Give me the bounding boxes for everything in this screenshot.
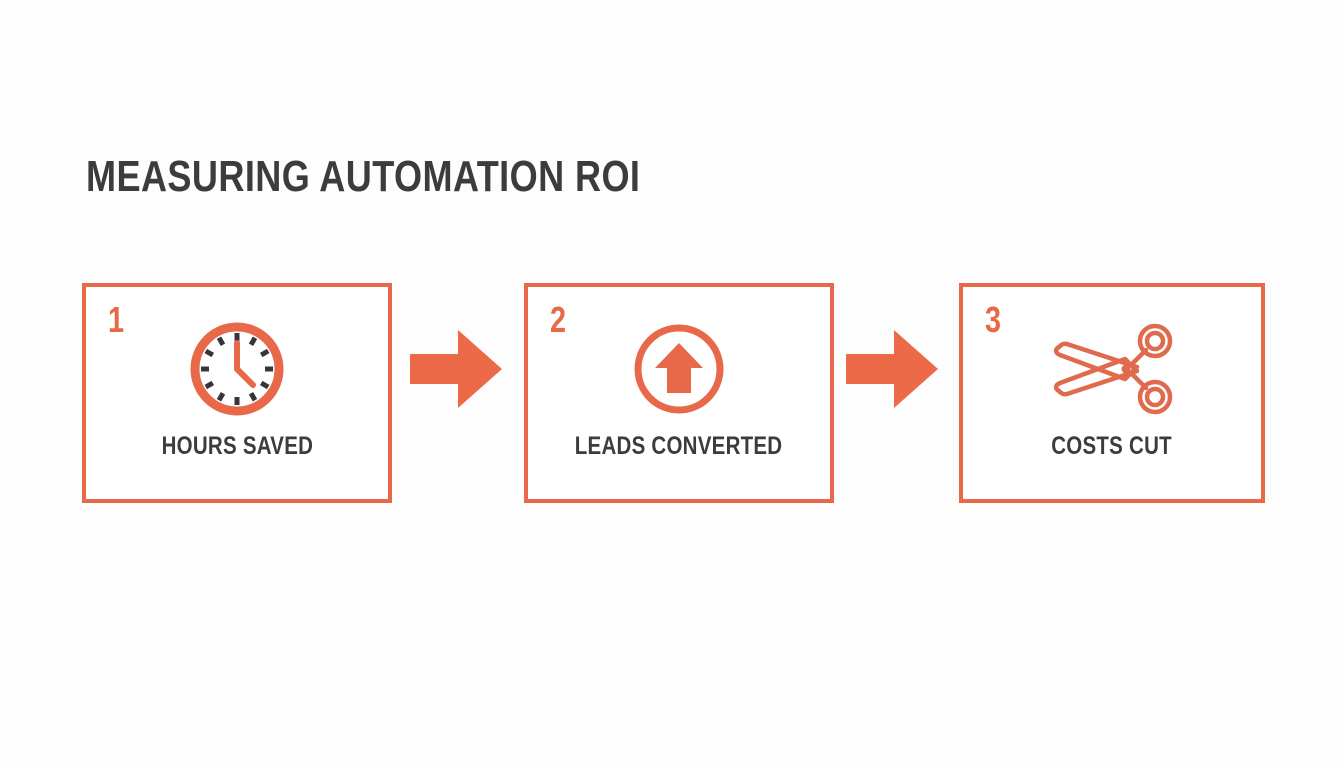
step-label: COSTS CUT: [963, 434, 1261, 459]
step-label: HOURS SAVED: [86, 434, 388, 459]
step-label-text: HOURS SAVED: [161, 432, 313, 460]
step-label-text: COSTS CUT: [1051, 432, 1173, 460]
clock-icon: [86, 315, 388, 423]
scissors-icon: [963, 315, 1261, 423]
arrow-right-icon: [846, 330, 938, 408]
step-card-hours-saved[interactable]: 1: [82, 283, 392, 503]
steps-row: 1: [0, 283, 1344, 505]
circle-up-arrow-icon: [528, 315, 830, 423]
step-number: 3: [985, 299, 1002, 340]
step-label: LEADS CONVERTED: [528, 434, 830, 459]
step-number: 2: [550, 299, 567, 340]
step-card-leads-converted[interactable]: 2 LEADS CONVERTED: [524, 283, 834, 503]
step-label-text: LEADS CONVERTED: [575, 432, 783, 460]
step-number: 1: [108, 299, 125, 340]
step-card-costs-cut[interactable]: 3 COSTS CUT: [959, 283, 1265, 503]
page-title: MEASURING AUTOMATION ROI: [86, 152, 641, 201]
arrow-right-icon: [410, 330, 502, 408]
